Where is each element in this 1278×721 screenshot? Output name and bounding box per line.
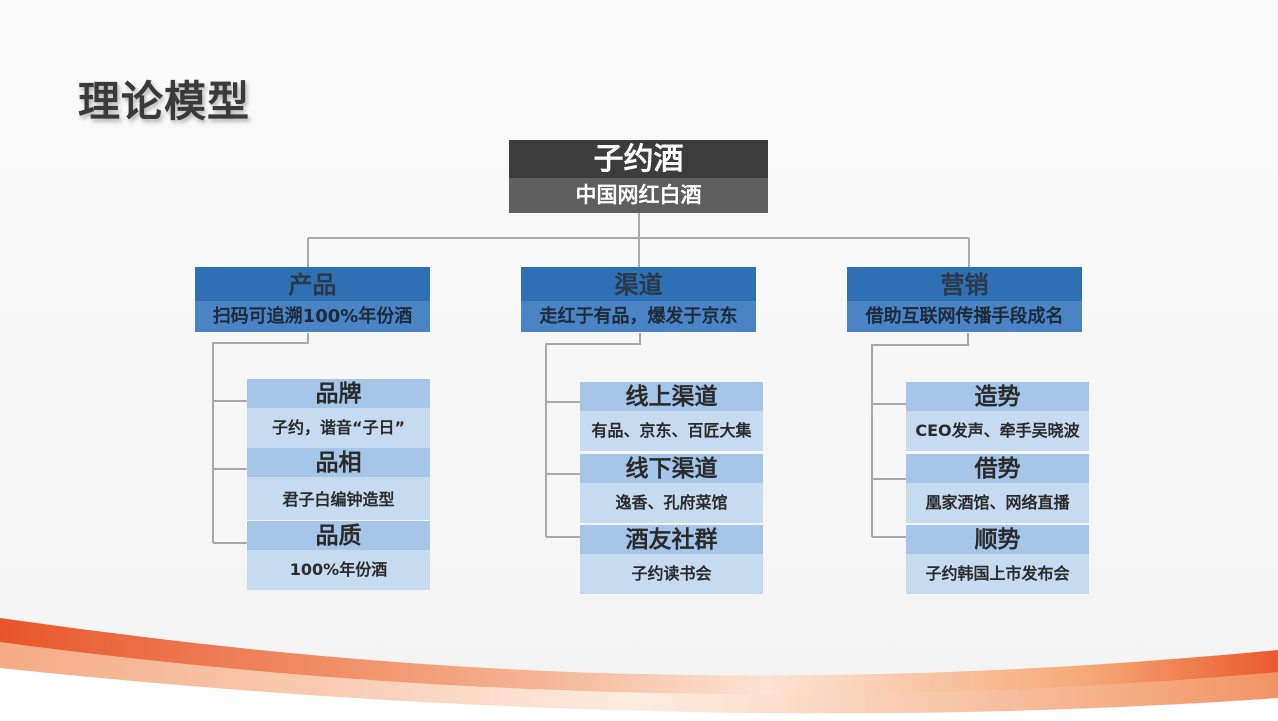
item-offline-title: 线下渠道: [580, 454, 763, 483]
item-brand-desc: 子约，谐音“子日”: [247, 408, 430, 448]
category-channel-title: 渠道: [521, 267, 756, 301]
item-brand-title: 品牌: [247, 379, 430, 408]
root-subtitle: 中国网红白酒: [509, 178, 768, 213]
item-momentum-title: 造势: [906, 382, 1089, 411]
decorative-wave: [0, 618, 1278, 721]
item-appearance-title: 品相: [247, 448, 430, 477]
item-online-title: 线上渠道: [580, 382, 763, 411]
category-marketing-title: 营销: [847, 267, 1082, 301]
root-title: 子约酒: [509, 140, 768, 178]
category-marketing-subtitle: 借助互联网传播手段成名: [847, 301, 1082, 332]
item-community-title: 酒友社群: [580, 525, 763, 554]
connector-root: [307, 213, 970, 267]
item-leverage-title: 借势: [906, 454, 1089, 483]
category-product-title: 产品: [195, 267, 430, 301]
item-leverage-desc: 凰家酒馆、网络直播: [906, 483, 1089, 523]
slide-title: 理论模型: [78, 77, 251, 126]
item-community-desc: 子约读书会: [580, 554, 763, 594]
category-product-subtitle: 扫码可追溯100%年份酒: [195, 301, 430, 332]
item-online-desc: 有品、京东、百匠大集: [580, 411, 763, 451]
item-quality-desc: 100%年份酒: [247, 550, 430, 590]
item-quality-title: 品质: [247, 521, 430, 550]
category-channel-subtitle: 走红于有品，爆发于京东: [521, 301, 756, 332]
item-trend-desc: 子约韩国上市发布会: [906, 554, 1089, 594]
item-offline-desc: 逸香、孔府菜馆: [580, 483, 763, 523]
item-appearance-desc: 君子白编钟造型: [247, 477, 430, 520]
item-trend-title: 顺势: [906, 525, 1089, 554]
item-momentum-desc: CEO发声、牵手吴晓波: [906, 411, 1089, 451]
